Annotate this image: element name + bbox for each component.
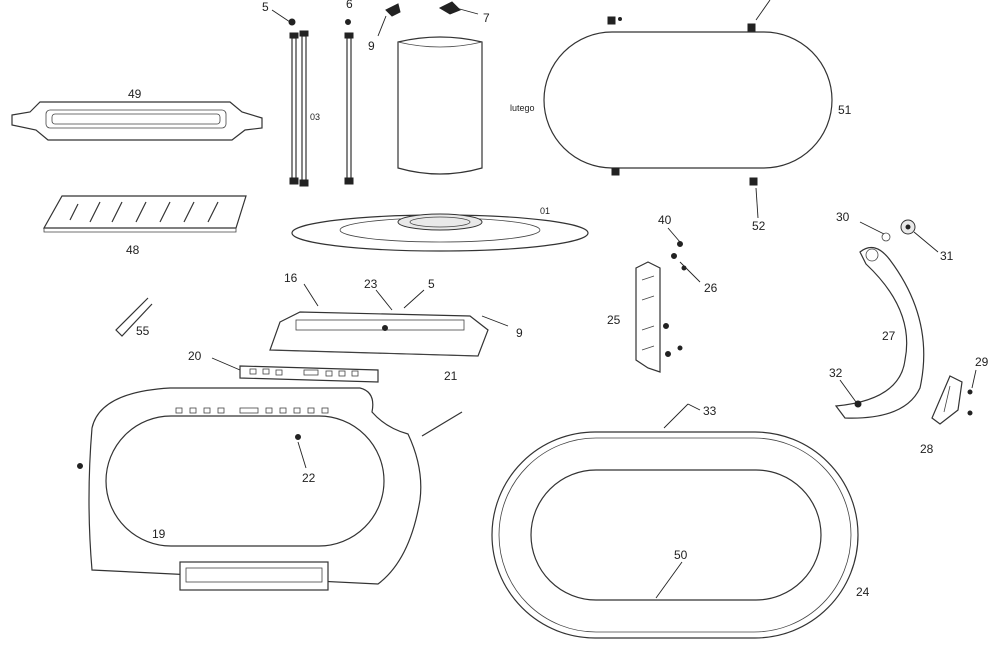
part-30-31-washers xyxy=(881,219,916,242)
callout-28: 28 xyxy=(920,442,934,456)
callout-32: 32 xyxy=(829,366,843,380)
callout-01: 01 xyxy=(540,206,550,216)
part-03-rods xyxy=(288,18,354,187)
callout-27: 27 xyxy=(882,329,896,343)
callout-31: 31 xyxy=(940,249,954,263)
leader-lines xyxy=(211,0,977,599)
callout-22: 22 xyxy=(302,471,316,485)
callout-29: 29 xyxy=(975,355,989,369)
callout-labels: 5 6 7 9 03 49 48 01 lutego 51 52 40 26 2… xyxy=(126,0,989,599)
callout-26: 26 xyxy=(704,281,718,295)
callout-30: 30 xyxy=(836,210,850,224)
part-27-curved-arm xyxy=(834,246,925,419)
callout-19: 19 xyxy=(152,527,166,541)
callout-51: 51 xyxy=(838,103,852,117)
callout-24: 24 xyxy=(856,585,870,599)
callout-52: 52 xyxy=(752,219,766,233)
callout-16: 16 xyxy=(284,271,298,285)
callout-9-mid: 9 xyxy=(516,326,523,340)
callout-55: 55 xyxy=(136,324,150,338)
callout-33: 33 xyxy=(703,404,717,418)
part-55-wire xyxy=(115,297,153,337)
callout-03: 03 xyxy=(310,112,320,122)
part-51-oval-plate xyxy=(543,16,833,186)
part-25-bracket xyxy=(635,241,687,373)
callout-50: 50 xyxy=(674,548,688,562)
callout-5-top: 5 xyxy=(262,0,269,14)
part-49-bar xyxy=(11,101,263,141)
callout-23: 23 xyxy=(364,277,378,291)
part-20-strip xyxy=(239,365,379,383)
callout-20: 20 xyxy=(188,349,202,363)
part-19-door-frame xyxy=(77,387,463,591)
callout-48: 48 xyxy=(126,243,140,257)
part-21-deflector xyxy=(269,311,489,357)
part-24-50-ovals xyxy=(491,431,859,639)
callout-25: 25 xyxy=(607,313,621,327)
callout-40: 40 xyxy=(658,213,672,227)
callout-5-mid: 5 xyxy=(428,277,435,291)
label-lutego: lutego xyxy=(510,103,535,113)
flue-cylinder xyxy=(385,1,483,175)
callout-6: 6 xyxy=(346,0,353,11)
part-28-handle xyxy=(931,375,973,425)
part-01-top-plate xyxy=(291,213,589,252)
part-48-grate xyxy=(42,195,247,233)
callout-49: 49 xyxy=(128,87,142,101)
callout-9-top: 9 xyxy=(368,39,375,53)
callout-21: 21 xyxy=(444,369,458,383)
callout-7: 7 xyxy=(483,11,490,25)
